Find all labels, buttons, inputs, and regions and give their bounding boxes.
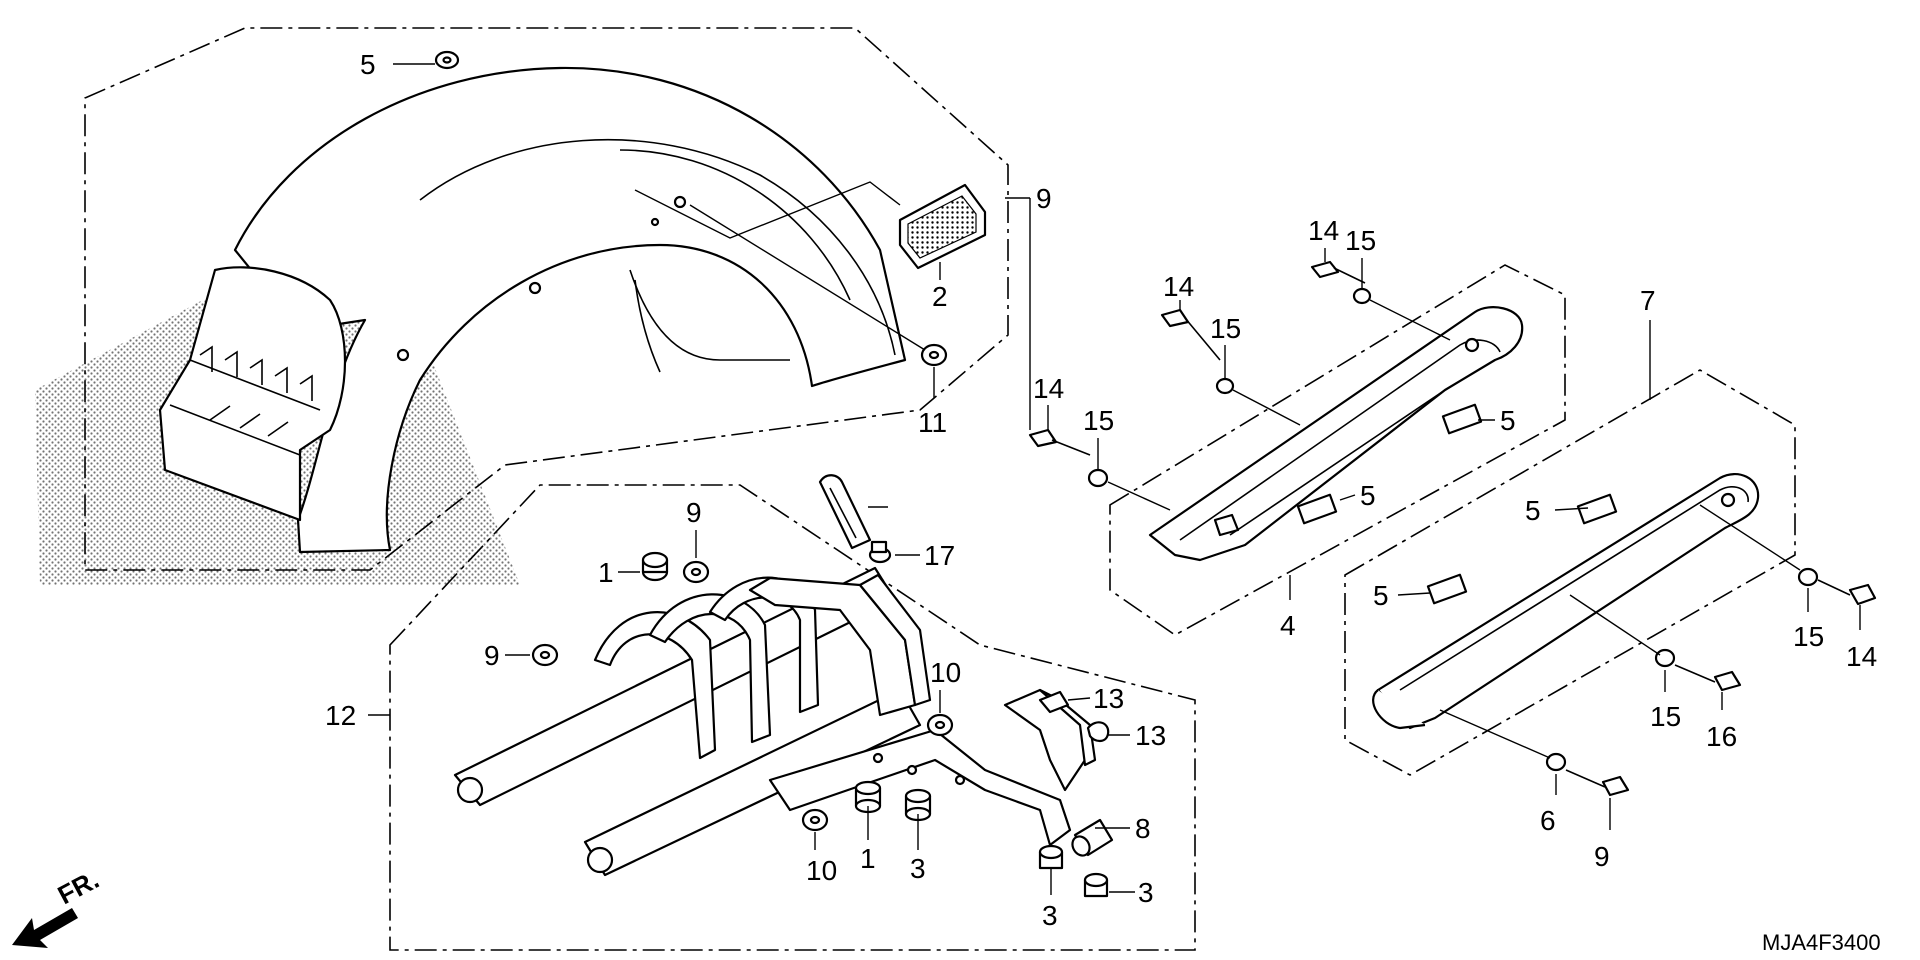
callout-12: 12 (325, 700, 356, 731)
callout-11: 13 (1135, 720, 1166, 751)
callout-4: 4 (1280, 610, 1296, 641)
frame-group-outline (389, 484, 1196, 951)
callout-9: 9 (686, 497, 702, 528)
callout-1: 1 (598, 557, 614, 588)
leader-lines (368, 63, 1861, 895)
callout-15: 6 (1540, 805, 1556, 836)
front-label: FR. (53, 864, 104, 910)
callout-15: 15 (1210, 313, 1241, 344)
callout-13: 14 (1308, 215, 1339, 246)
callout-15: 15 (1793, 621, 1824, 652)
callout-11: 13 (1093, 683, 1124, 714)
callout-labels: 5 11 9 2 17 1 9 9 10 12 10 1 3 3 3 8 13 … (325, 49, 1877, 931)
callout-15: 15 (1650, 701, 1681, 732)
callout-3: 3 (1138, 877, 1154, 908)
callout-5: 5 (1360, 480, 1376, 511)
callout-9: 10 (806, 855, 837, 886)
diagram-code: MJA4F3400 (1762, 930, 1881, 955)
callout-10: 11 (918, 407, 947, 438)
callout-7: 8 (1135, 813, 1151, 844)
right-cover-group-outline (1344, 369, 1796, 776)
left-cover-group-outline (1109, 264, 1566, 636)
front-direction-marker: FR. (12, 864, 104, 948)
callout-1: 1 (860, 843, 876, 874)
callout-14: 9 (1594, 841, 1610, 872)
reflector (898, 183, 987, 270)
callout-14: 14 (1163, 271, 1194, 302)
callout-14: 16 (1706, 721, 1737, 752)
right-side-cover (1372, 473, 1760, 730)
callout-9: 9 (484, 640, 500, 671)
callout-8: 9 (1036, 183, 1052, 214)
callout-2: 2 (932, 281, 948, 312)
rear-fender (158, 66, 907, 554)
left-side-cover (1148, 306, 1524, 562)
callout-15: 15 (1345, 225, 1376, 256)
callout-16: 17 (924, 540, 955, 571)
callout-6: 7 (1640, 285, 1656, 316)
callout-5: 5 (1373, 580, 1389, 611)
rear-frame (453, 566, 1097, 877)
callout-10: 5 (360, 49, 376, 80)
callout-3: 3 (910, 853, 926, 884)
callout-14: 14 (1033, 373, 1064, 404)
callout-5: 5 (1500, 405, 1516, 436)
right-cover-bolts (1439, 504, 1877, 797)
small-hardware (531, 474, 1114, 898)
callout-5: 5 (1525, 495, 1541, 526)
callout-3: 3 (1042, 900, 1058, 931)
callout-9: 10 (930, 657, 961, 688)
left-cover-bolts (1028, 260, 1451, 511)
callout-15: 15 (1083, 405, 1114, 436)
callout-13: 14 (1846, 641, 1877, 672)
front-arrow-icon (12, 908, 78, 948)
